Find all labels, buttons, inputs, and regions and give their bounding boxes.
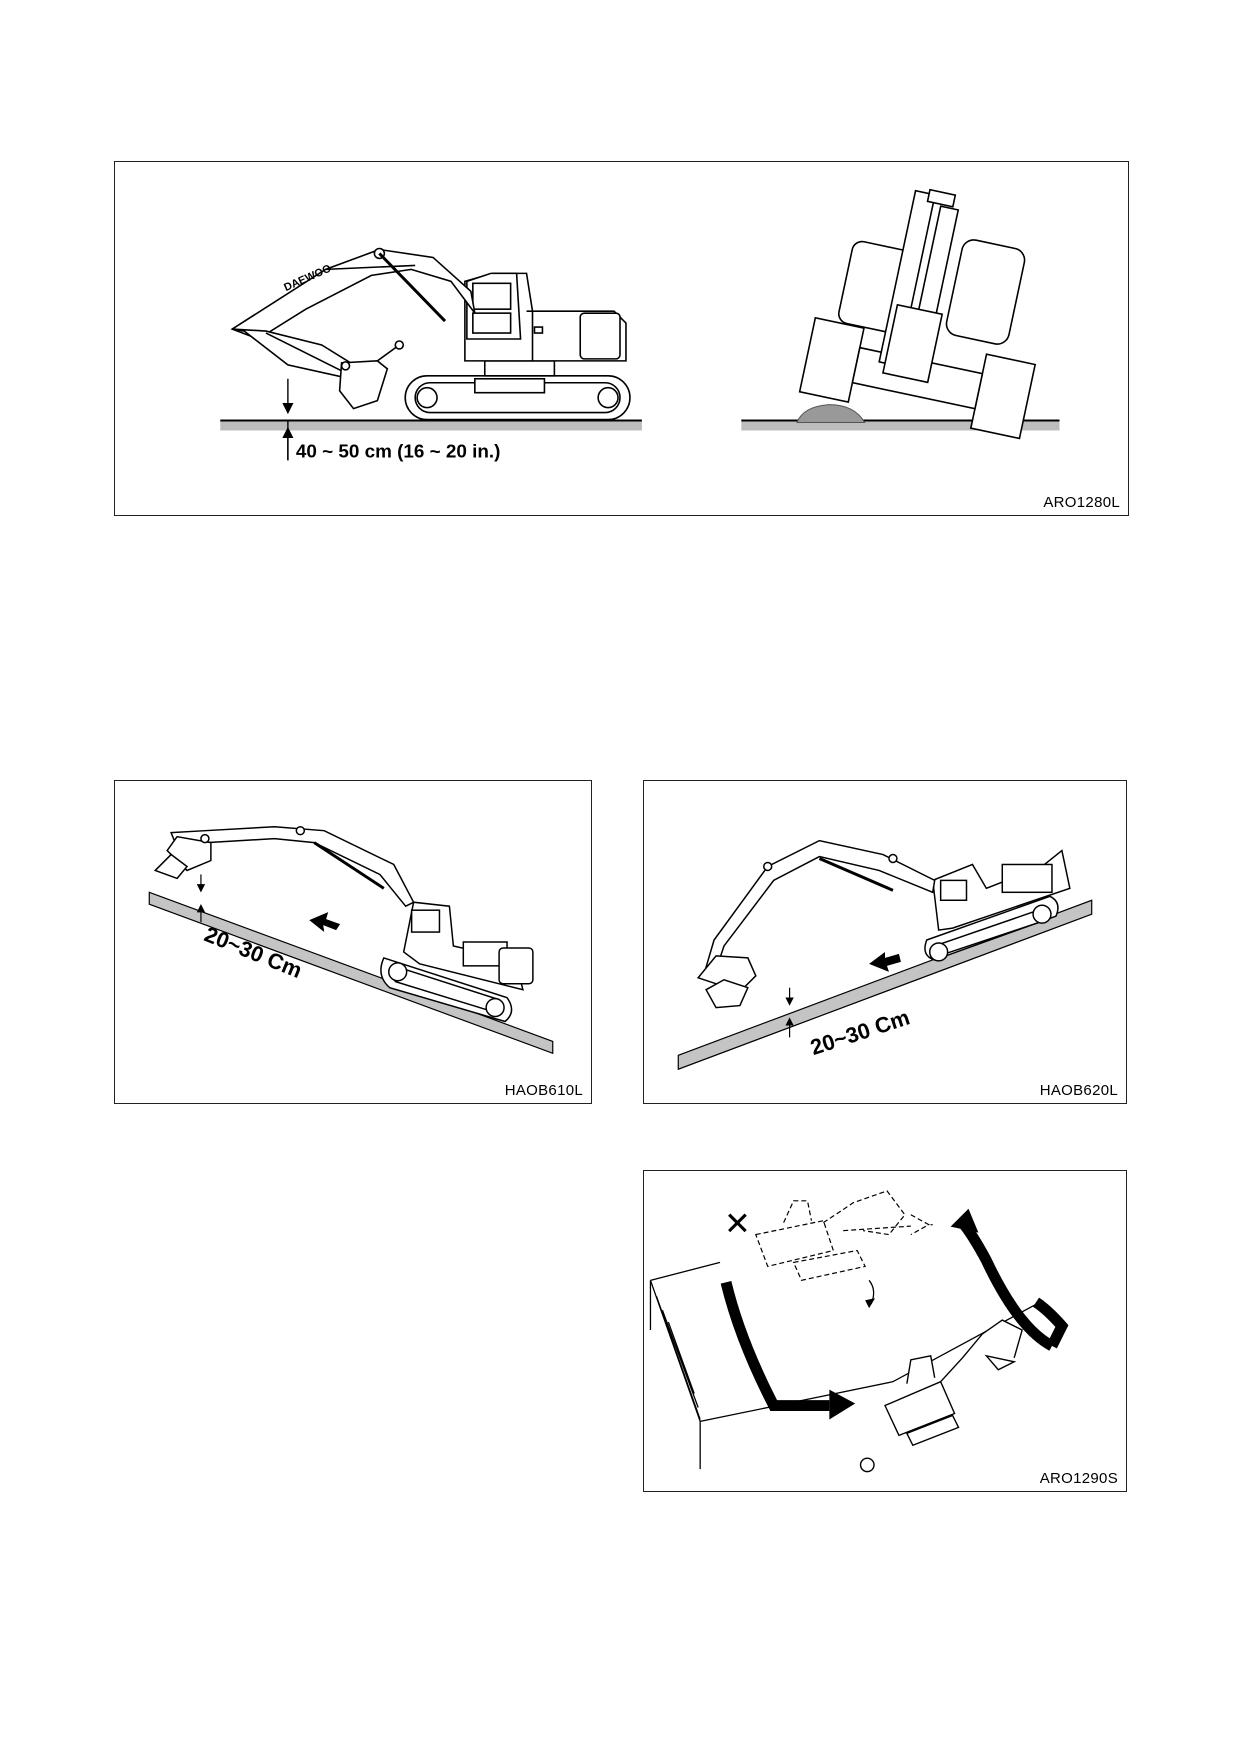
correct-mark: ○ (857, 1445, 877, 1483)
excavator (153, 825, 534, 1023)
excavator (696, 839, 1071, 1009)
wrong-mark: ✕ (724, 1206, 751, 1242)
excavator-correct-path (884, 1319, 1023, 1447)
figure-code: HAOB620L (1039, 1082, 1118, 1099)
correct-route-arrow (720, 1281, 830, 1411)
figure-code: HAOB610L (504, 1082, 583, 1099)
excavator-wrong-path (755, 1190, 933, 1282)
ground-strip (220, 420, 642, 431)
excavator-downhill-boom-down: 20~30 Cm (148, 825, 554, 1055)
excavator-side-view (230, 247, 631, 421)
figure-code: ARO1280L (1043, 494, 1120, 511)
figure-haob610l: 20~30 Cm HAOB610L (114, 780, 592, 1104)
figure-aro1290s: ✕ ○ ARO1290S (643, 1170, 1127, 1492)
exit-route-arrow (958, 1219, 1055, 1351)
figure-code: ARO1290S (1039, 1470, 1118, 1487)
travel-direction-arrow (869, 951, 901, 972)
excavator-front-view (798, 188, 1037, 440)
travel-direction-arrow (309, 912, 341, 933)
rock-obstacle (796, 404, 866, 424)
height-dimension-label: 40 ~ 50 cm (16 ~ 20 in.) (296, 441, 501, 462)
ground-strip-right (741, 420, 1060, 431)
excavator-travel-illustration: DAEWOO 40 ~ 50 cm (16 ~ 20 in.) (220, 188, 1060, 462)
figure-haob620l: 20~30 Cm HAOB620L (643, 780, 1127, 1104)
excavator-uphill-boom-down: 20~30 Cm (677, 839, 1093, 1071)
figure-aro1280l: DAEWOO 40 ~ 50 cm (16 ~ 20 in.) ARO1280L (114, 161, 1129, 516)
excavator-climbing-route: ✕ ○ (649, 1190, 1069, 1483)
